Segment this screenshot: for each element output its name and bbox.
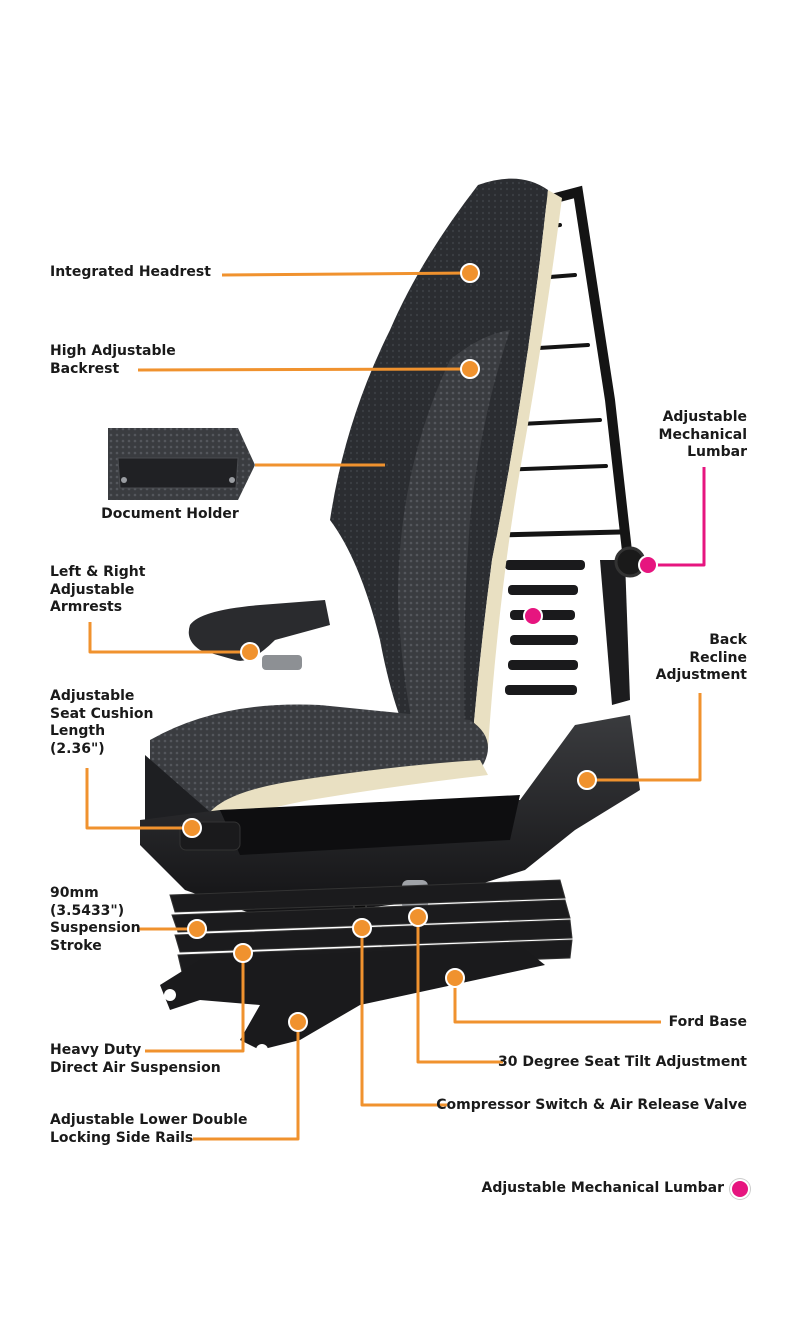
- pocket-rivet-right: [229, 477, 235, 483]
- label-compressor-switch: Compressor Switch & Air Release Valve: [436, 1097, 747, 1113]
- base-hole-right: [256, 1044, 268, 1056]
- backrest-foam: [472, 190, 562, 748]
- rails-frame: [220, 795, 520, 855]
- marker-air-suspension: [233, 943, 253, 963]
- marker-cushion-length: [182, 818, 202, 838]
- marker-backrest: [460, 359, 480, 379]
- label-mechanical-lumbar: Adjustable Mechanical Lumbar: [658, 409, 747, 460]
- marker-armrest: [240, 642, 260, 662]
- marker-side-rails: [288, 1012, 308, 1032]
- label-back-recline: Back Recline Adjustment: [655, 632, 747, 683]
- seat-cushion: [150, 704, 488, 812]
- base-plate: [160, 945, 545, 1050]
- marker-lumbar-inner: [523, 606, 543, 626]
- pink-dot-icon: [732, 1180, 748, 1197]
- marker-back-recline: [577, 770, 597, 790]
- orange-markers: [182, 263, 597, 1032]
- label-lower-side-rails: Adjustable Lower Double Locking Side Rai…: [50, 1112, 248, 1146]
- marker-headrest: [460, 263, 480, 283]
- pocket-rivet-left: [121, 477, 127, 483]
- lumbar-slats: [505, 560, 585, 695]
- label-high-adjustable-backrest: High Adjustable Backrest: [50, 343, 176, 377]
- callout-lines: [85, 271, 706, 1141]
- marker-lumbar-knob: [638, 555, 658, 575]
- armrest-button: [262, 655, 302, 670]
- marker-ford-base: [445, 968, 465, 988]
- recline-bracket: [600, 560, 630, 705]
- base-hole-left: [164, 989, 176, 1001]
- cushion-foam: [210, 760, 488, 830]
- label-armrests: Left & Right Adjustable Armrests: [50, 564, 146, 615]
- label-heavy-duty-suspension: Heavy Duty Direct Air Suspension: [50, 1042, 221, 1076]
- label-integrated-headrest: Integrated Headrest: [50, 264, 211, 280]
- label-seat-tilt: 30 Degree Seat Tilt Adjustment: [498, 1054, 747, 1070]
- legend: Adjustable Mechanical Lumbar: [482, 1180, 748, 1198]
- label-seat-cushion-length: Adjustable Seat Cushion Length (2.36"): [50, 688, 154, 757]
- marker-compressor: [352, 918, 372, 938]
- backrest-insert: [398, 330, 510, 755]
- legend-text: Adjustable Mechanical Lumbar: [481, 1180, 724, 1196]
- label-suspension-stroke: 90mm (3.5433") Suspension Stroke: [50, 885, 141, 954]
- document-pocket: [117, 457, 239, 489]
- armrest: [188, 600, 330, 661]
- label-document-holder: Document Holder: [101, 506, 239, 522]
- marker-seat-tilt: [408, 907, 428, 927]
- marker-suspension-stroke: [187, 919, 207, 939]
- label-ford-base: Ford Base: [668, 1014, 747, 1030]
